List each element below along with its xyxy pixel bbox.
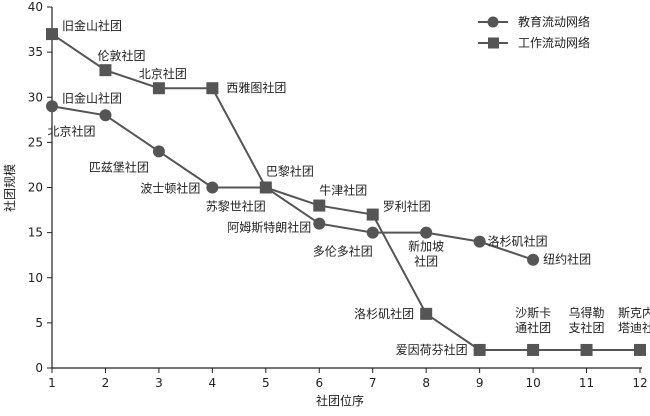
data-label: 新加坡 xyxy=(408,239,444,254)
x-tick-label: 8 xyxy=(422,376,430,390)
y-tick-label: 15 xyxy=(28,226,43,240)
data-label: 洛杉矶社团 xyxy=(488,234,548,249)
x-tick-label: 12 xyxy=(632,376,647,390)
data-point-square xyxy=(99,64,112,77)
y-tick-label: 40 xyxy=(28,0,43,14)
data-point-square xyxy=(152,82,165,95)
data-point-circle xyxy=(366,226,379,239)
data-label: 罗利社团 xyxy=(383,199,431,214)
data-point-circle xyxy=(46,100,58,113)
data-label: 塔迪社团 xyxy=(618,320,650,335)
x-tick-label: 1 xyxy=(48,376,56,390)
series-line-0 xyxy=(51,105,534,261)
y-tick-label: 30 xyxy=(28,90,43,104)
x-tick-label: 10 xyxy=(525,376,540,390)
data-label: 多伦多社团 xyxy=(313,244,373,259)
data-point-square xyxy=(366,208,379,221)
data-label: 西雅图社团 xyxy=(226,80,286,95)
data-point-square xyxy=(580,343,593,356)
data-point-square xyxy=(420,307,433,320)
data-label: 苏黎世社团 xyxy=(206,199,266,214)
y-tick-label: 25 xyxy=(28,135,43,149)
x-tick-label: 11 xyxy=(579,376,594,390)
data-point-circle xyxy=(473,235,486,248)
y-tick-label: 0 xyxy=(35,361,43,375)
y-tick-label: 20 xyxy=(28,181,43,195)
data-point-circle xyxy=(206,181,219,194)
data-label: 旧金山社团 xyxy=(62,90,122,105)
legend-label: 教育流动网络 xyxy=(518,14,590,29)
data-point-square xyxy=(634,343,646,356)
data-label: 旧金山社团 xyxy=(62,18,122,33)
data-label: 巴黎社团 xyxy=(266,164,314,179)
y-tick-label: 35 xyxy=(28,45,43,59)
data-label: 斯克内克 xyxy=(618,306,650,320)
data-label: 通社团 xyxy=(515,320,551,335)
data-label: 北京社团 xyxy=(47,123,95,138)
data-label: 北京社团 xyxy=(139,66,187,81)
x-tick-label: 7 xyxy=(369,376,377,390)
data-label: 支社团 xyxy=(569,320,605,335)
legend-square-icon xyxy=(488,37,499,49)
data-label: 洛杉矶社团 xyxy=(354,306,414,321)
data-label: 匹兹堡社团 xyxy=(89,159,149,174)
series-line-1 xyxy=(51,33,640,351)
data-point-square xyxy=(473,343,486,356)
y-axis-label: 社团规模 xyxy=(2,164,17,212)
data-point-circle xyxy=(99,109,112,122)
data-point-circle xyxy=(152,145,165,158)
data-label: 阿姆斯特朗社团 xyxy=(227,220,311,235)
data-point-square xyxy=(46,28,58,41)
data-label: 乌得勒 xyxy=(569,305,605,320)
data-label: 社团 xyxy=(414,254,438,269)
data-label: 爱因荷芬社团 xyxy=(396,342,468,357)
y-tick-label: 10 xyxy=(28,271,43,285)
x-tick-label: 2 xyxy=(102,376,110,390)
data-label: 纽约社团 xyxy=(543,252,591,267)
legend-label: 工作流动网络 xyxy=(518,35,590,50)
x-tick-label: 3 xyxy=(155,376,163,390)
data-point-circle xyxy=(313,217,326,230)
y-tick-label: 5 xyxy=(35,316,43,330)
data-label: 伦敦社团 xyxy=(97,48,145,63)
data-point-square xyxy=(259,181,272,194)
data-point-square xyxy=(313,199,326,212)
legend-circle-icon xyxy=(487,16,499,28)
data-point-circle xyxy=(527,253,540,266)
data-point-square xyxy=(527,343,540,356)
x-tick-label: 9 xyxy=(476,376,484,390)
data-label: 沙斯卡 xyxy=(515,306,551,320)
data-point-square xyxy=(206,82,219,95)
x-tick-label: 4 xyxy=(209,376,217,390)
data-point-circle xyxy=(420,226,433,239)
x-axis-label: 社团位序 xyxy=(316,393,364,408)
data-label: 波士顿社团 xyxy=(140,181,200,196)
x-tick-label: 6 xyxy=(315,376,323,390)
data-label: 牛津社团 xyxy=(319,183,367,198)
x-tick-label: 5 xyxy=(262,376,270,390)
